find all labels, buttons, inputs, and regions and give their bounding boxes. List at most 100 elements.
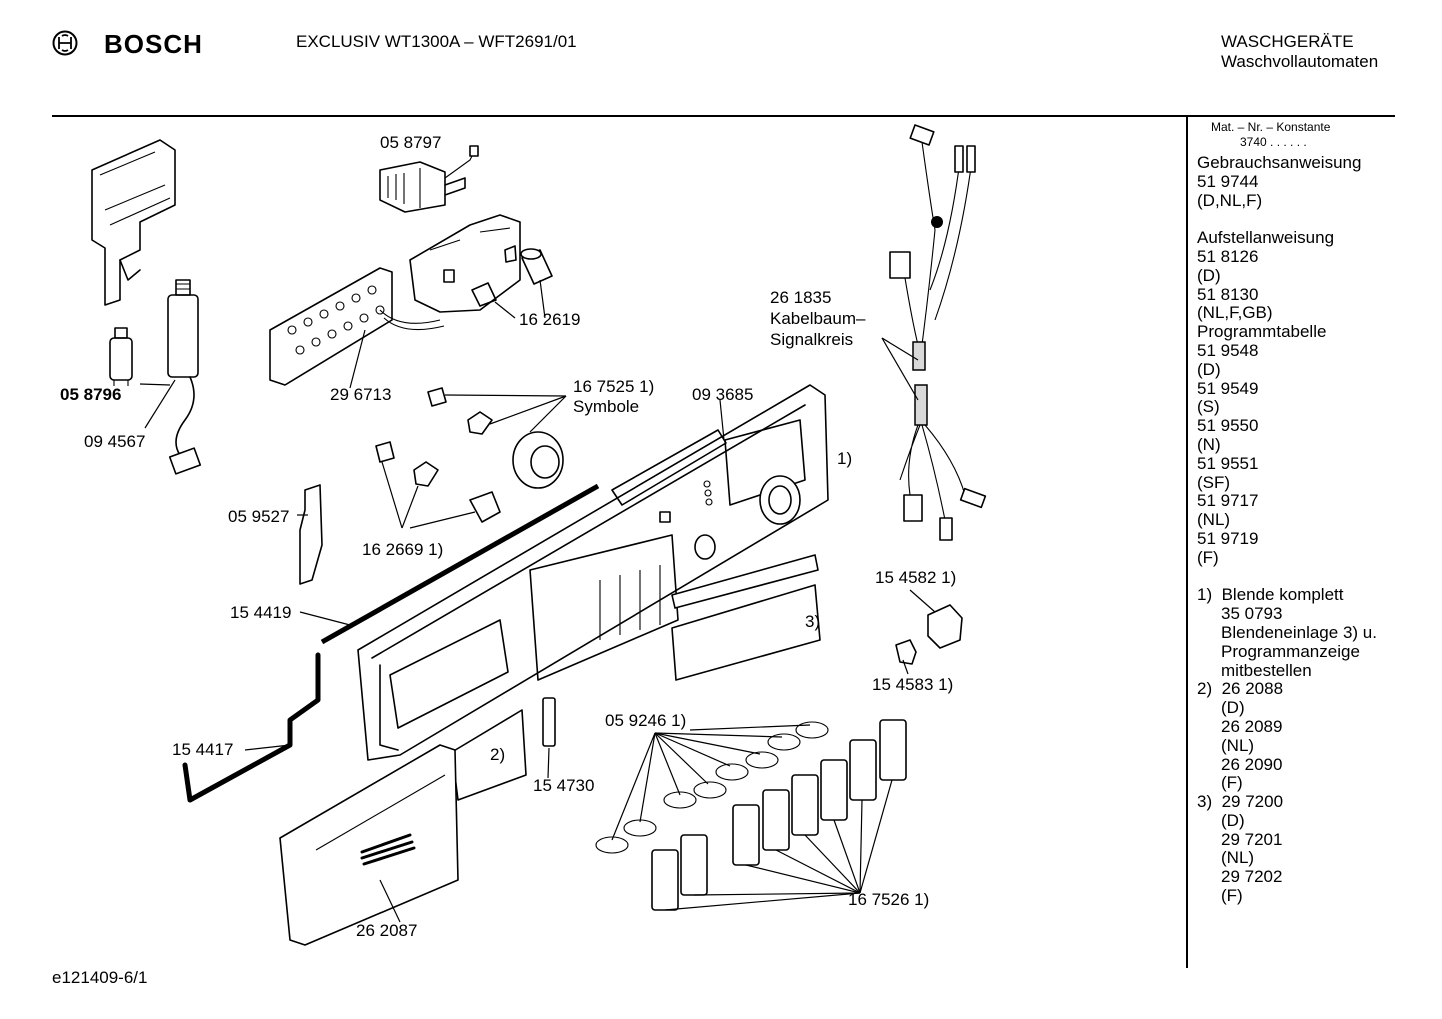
doc-line: Aufstellanweisung: [1197, 228, 1335, 248]
callout-154417: 15 4417: [172, 740, 234, 759]
callout-262087: 26 2087: [356, 921, 418, 940]
footnote-text: 29 7202: [1221, 867, 1283, 887]
lightguide-154730: [542, 697, 556, 747]
doc-line: Programmtabelle: [1197, 322, 1327, 342]
callout-154582: 15 4582 1): [875, 568, 957, 587]
callout-296713: 29 6713: [330, 385, 392, 404]
callout-058796: 05 8796: [60, 385, 122, 404]
footnote-text: Programmanzeige: [1221, 641, 1360, 661]
footnote-text: 29 7201: [1221, 829, 1283, 849]
bracket-part: [91, 139, 176, 306]
footnote-text: 26 2088: [1221, 679, 1284, 699]
switch-058797: [379, 145, 479, 213]
callout-058797: 05 8797: [380, 133, 442, 152]
bosch-logo-icon: [52, 30, 78, 56]
doc-line: (F): [1197, 547, 1219, 567]
wiring-harness-261835: [889, 124, 987, 541]
callout-162619: 16 2619: [519, 310, 581, 329]
footnote-text: (NL): [1221, 735, 1255, 755]
callout-167525: 16 7525 1): [573, 377, 655, 396]
doc-line: 51 9549: [1197, 378, 1259, 398]
doc-line: 51 9550: [1197, 416, 1259, 436]
callout-note3: 3): [805, 612, 821, 631]
callout-kabelbaum: Kabelbaum–: [770, 309, 866, 328]
callout-154730: 15 4730: [533, 776, 595, 795]
footnote-text: (D): [1221, 810, 1245, 830]
doc-line: 51 9744: [1197, 171, 1259, 191]
seal-strip-154419: [320, 483, 600, 645]
filter-094567: [167, 279, 202, 475]
doc-line: (D): [1197, 265, 1221, 285]
doc-line: 51 9717: [1197, 491, 1259, 511]
footnote-text: (F): [1221, 773, 1243, 793]
doc-spacer: [1197, 568, 1427, 587]
footnote-1: 1) Blende komplett: [1197, 585, 1427, 605]
callout-261835: 26 1835: [770, 288, 832, 307]
doc-line: (NL,F,GB): [1197, 303, 1273, 323]
knob-154582: [927, 604, 963, 649]
capacitor-162619: [471, 248, 553, 307]
suppressor-058796: [109, 327, 133, 386]
mat-nr-value: 3740 . . . . . .: [1240, 135, 1307, 149]
footnote-text: (D): [1221, 698, 1245, 718]
footnote-text: Blende komplett: [1221, 585, 1344, 605]
drawer-handle-262087: [279, 744, 459, 946]
callout-note2: 2): [490, 745, 506, 764]
insert-note2: [451, 709, 527, 801]
callout-162669: 16 2669 1): [362, 540, 444, 559]
insert-strip: [671, 554, 819, 609]
footnote-2: 2) 26 2088: [1197, 679, 1427, 699]
footnote-text: 35 0793: [1221, 604, 1283, 624]
footnote-text: 26 2090: [1221, 754, 1283, 774]
callout-154419: 15 4419: [230, 603, 292, 622]
button-board-296713: [269, 267, 393, 386]
subcategory-title: Waschvollautomaten: [1221, 52, 1379, 71]
doc-line: (D): [1197, 359, 1221, 379]
callout-154583: 15 4583 1): [872, 675, 954, 694]
wire-154417: [182, 652, 321, 803]
sidebar-documents: Gebrauchsanweisung 51 9744 (D,NL,F) Aufs…: [1197, 153, 1427, 906]
footnote-text: 29 7200: [1221, 792, 1284, 812]
brand-name: BOSCH: [104, 29, 203, 59]
footnote-text: 26 2089: [1221, 716, 1283, 736]
callout-167526: 16 7526 1): [848, 890, 930, 909]
mat-nr-header: Mat. – Nr. – Konstante: [1211, 120, 1331, 134]
doc-spacer: [1197, 210, 1427, 229]
insert-note3: [671, 584, 821, 681]
footnote-number: 1): [1197, 585, 1213, 605]
footnote-number: 2): [1197, 679, 1213, 699]
doc-line: (S): [1197, 397, 1220, 417]
category-title: WASCHGERÄTE: [1221, 32, 1354, 51]
doc-line: (NL): [1197, 510, 1231, 530]
doc-line: 51 9548: [1197, 340, 1259, 360]
model-title: EXCLUSIV WT1300A – WFT2691/01: [296, 32, 577, 51]
footnote-number: 3): [1197, 792, 1213, 812]
callout-symbole: Symbole: [573, 397, 640, 416]
doc-line: (D,NL,F): [1197, 190, 1263, 210]
doc-line: 51 8126: [1197, 246, 1259, 266]
springs-059246: [595, 721, 829, 854]
footnote-text: (F): [1221, 886, 1243, 906]
callout-note1: 1): [837, 449, 853, 468]
doc-line: Gebrauchsanweisung: [1197, 153, 1362, 172]
fascia-panel-093685: [357, 384, 829, 761]
callout-059527: 05 9527: [228, 507, 290, 526]
callout-094567: 09 4567: [84, 432, 146, 451]
doc-line: 51 9551: [1197, 453, 1259, 473]
buttons-167526: [651, 719, 907, 911]
callout-059246: 05 9246 1): [605, 711, 687, 730]
footnote-3: 3) 29 7200: [1197, 792, 1427, 812]
footnote-text: (NL): [1221, 848, 1255, 868]
callout-093685: 09 3685: [692, 385, 754, 404]
callout-signalkreis: Signalkreis: [770, 330, 854, 349]
doc-line: 51 8130: [1197, 284, 1259, 304]
leader-lines: [139, 279, 936, 923]
control-board: [379, 214, 521, 331]
footnote-text: mitbestellen: [1221, 660, 1312, 680]
footnote-text: Blendeneinlage 3) u.: [1221, 622, 1377, 642]
doc-line: (SF): [1197, 472, 1231, 492]
doc-line: 51 9719: [1197, 528, 1259, 548]
knob-167525: [375, 387, 564, 523]
knob-154583: [895, 639, 917, 665]
